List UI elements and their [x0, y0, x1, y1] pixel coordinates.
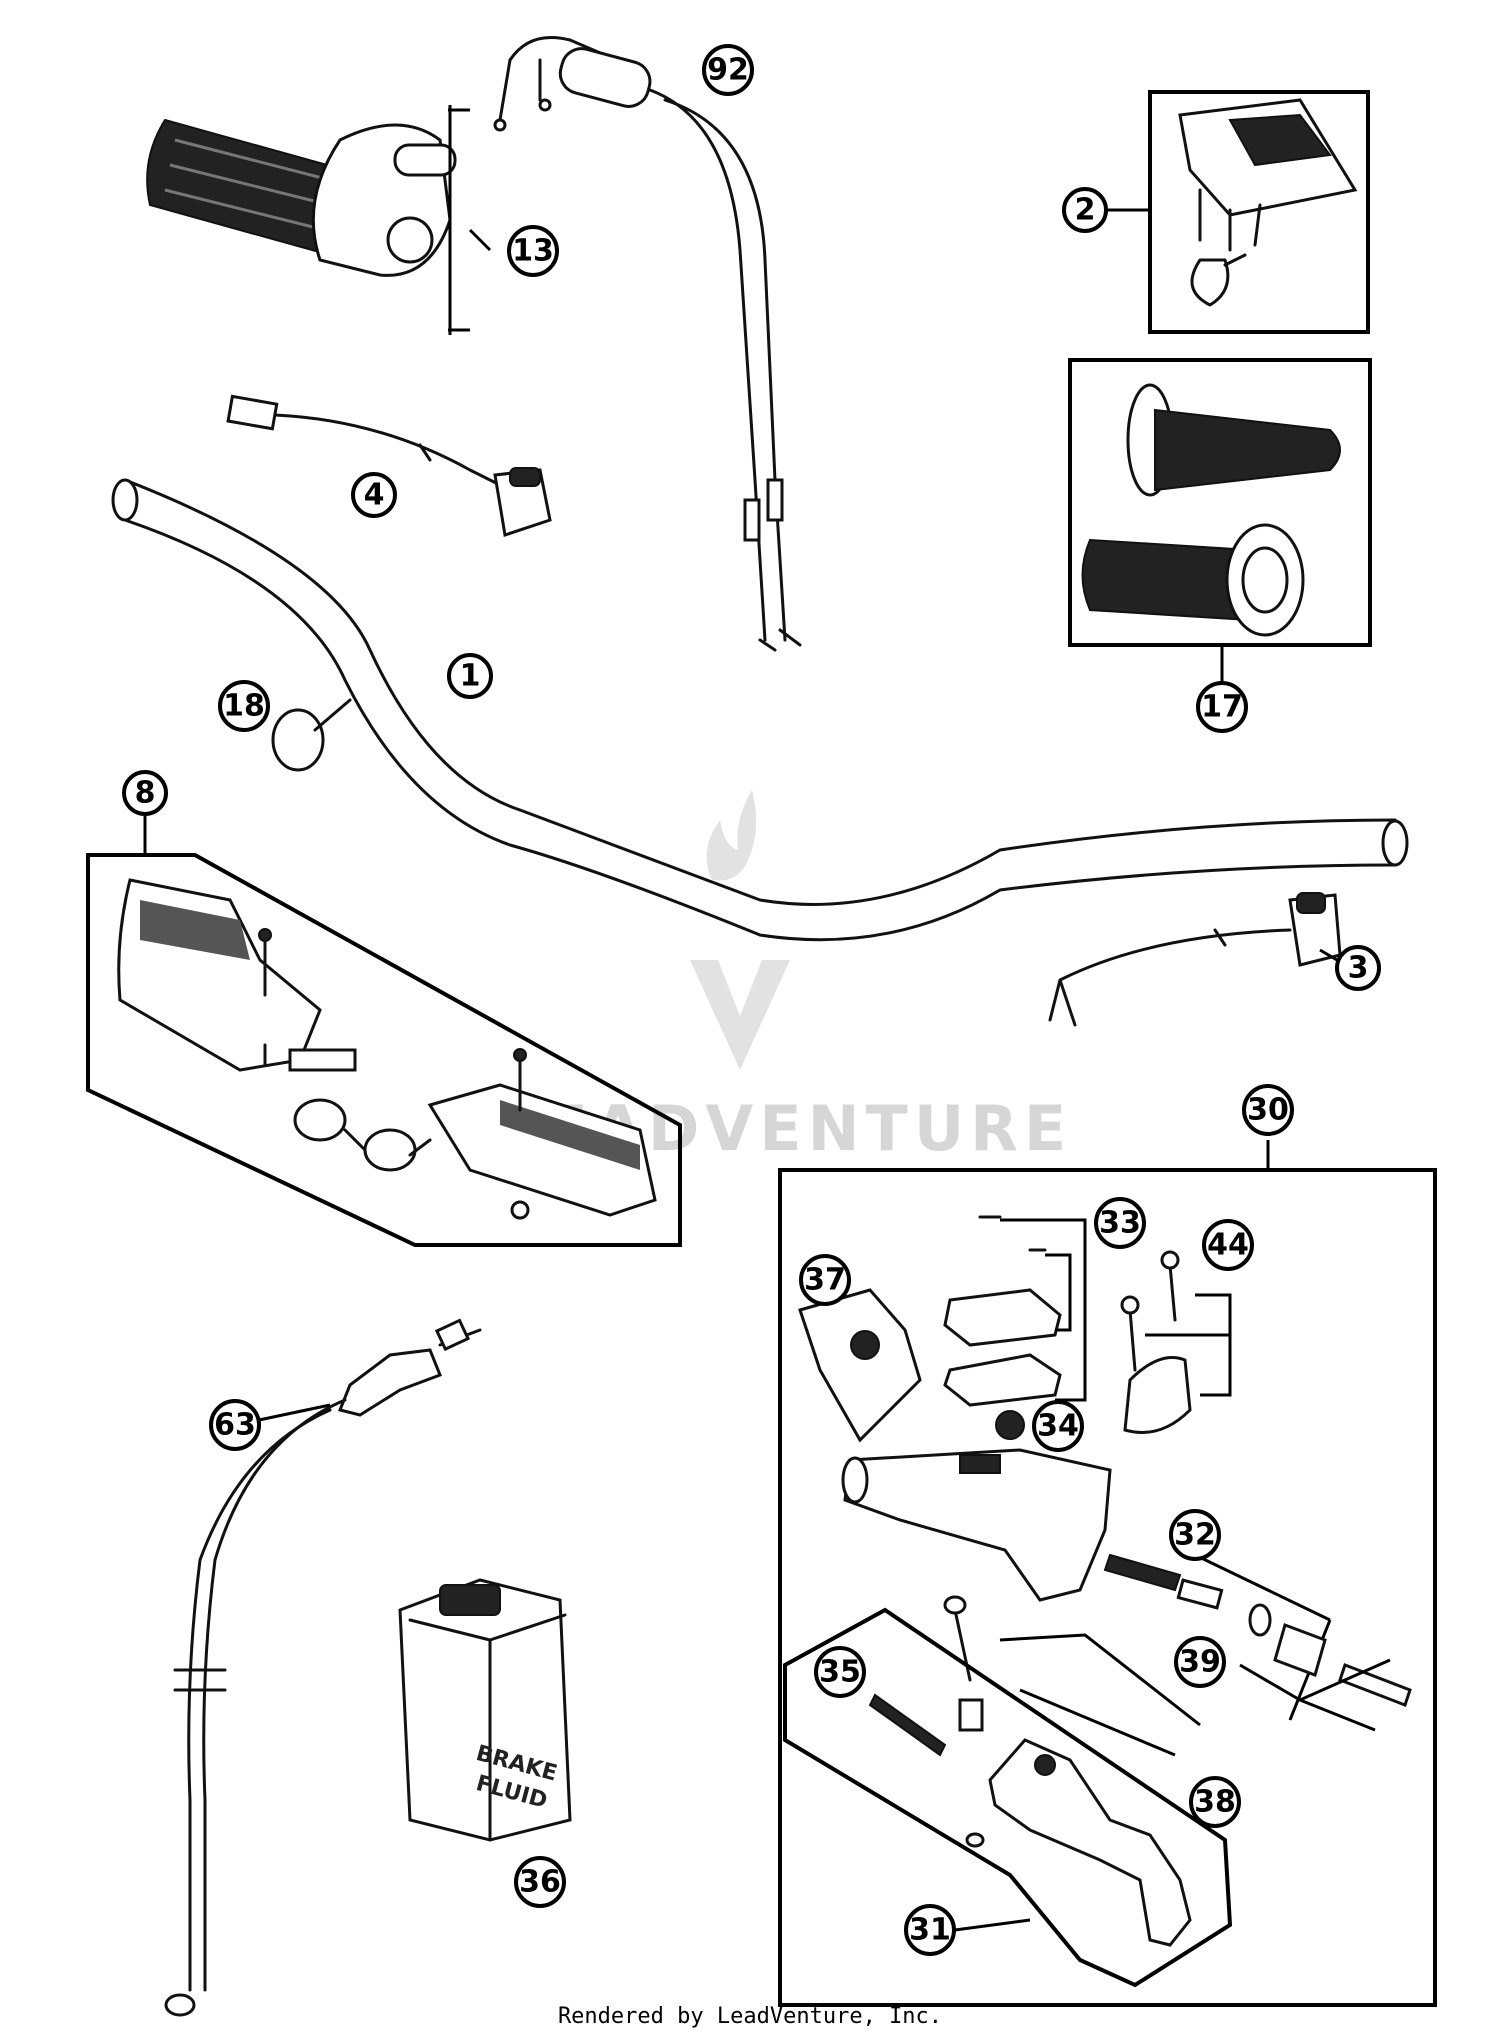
callout-17: 17 — [1196, 681, 1248, 733]
callout-63: 63 — [209, 1399, 261, 1451]
callout-1: 1 — [447, 653, 493, 699]
callout-35: 35 — [814, 1646, 866, 1698]
svg-text:32: 32 — [1174, 1518, 1216, 1553]
svg-text:33: 33 — [1099, 1206, 1141, 1241]
svg-text:34: 34 — [1037, 1409, 1079, 1444]
svg-text:1: 1 — [460, 659, 481, 694]
svg-text:18: 18 — [223, 689, 265, 724]
callout-38: 38 — [1189, 1776, 1241, 1828]
master-cylinder-assembly — [778, 1140, 1437, 2007]
callout-32: 32 — [1169, 1509, 1221, 1561]
kill-switch-right — [1048, 892, 1342, 1027]
callout-18: 18 — [218, 680, 270, 732]
callout-36: 36 — [514, 1856, 566, 1908]
callout-34: 34 — [1032, 1400, 1084, 1452]
callout-31: 31 — [904, 1904, 956, 1956]
svg-text:37: 37 — [804, 1263, 846, 1298]
svg-text:38: 38 — [1194, 1785, 1236, 1820]
svg-text:13: 13 — [512, 234, 554, 269]
callout-8: 8 — [122, 770, 168, 816]
brake-line — [164, 1318, 482, 2017]
callout-30: 30 — [1242, 1084, 1294, 1136]
render-credit: Rendered by LeadVenture, Inc. — [557, 2004, 943, 2029]
cable-tie — [271, 698, 352, 772]
svg-text:8: 8 — [135, 776, 156, 811]
svg-text:3: 3 — [1348, 951, 1369, 986]
callout-13: 13 — [507, 225, 559, 277]
callout-44: 44 — [1202, 1219, 1254, 1271]
svg-text:44: 44 — [1207, 1228, 1249, 1263]
handlebar — [111, 478, 1409, 942]
grips-box — [1068, 358, 1372, 647]
callout-2: 2 — [1062, 187, 1108, 233]
leadventure-watermark: LEADVENTURE — [500, 790, 1066, 1165]
handguard-kit — [86, 853, 682, 1247]
svg-text:36: 36 — [519, 1865, 561, 1900]
kill-switch-left — [226, 394, 552, 537]
svg-text:17: 17 — [1201, 690, 1243, 725]
svg-text:92: 92 — [707, 53, 749, 88]
callout-3: 3 — [1335, 945, 1381, 991]
callout-37: 37 — [799, 1254, 851, 1306]
svg-text:31: 31 — [909, 1913, 951, 1948]
svg-text:35: 35 — [819, 1655, 861, 1690]
brake-fluid-bottle: BRAKE FLUID — [398, 1578, 572, 1842]
svg-text:39: 39 — [1179, 1645, 1221, 1680]
throttle-cables — [493, 36, 802, 652]
svg-text:2: 2 — [1075, 193, 1096, 228]
callout-39: 39 — [1174, 1636, 1226, 1688]
callout-33: 33 — [1094, 1197, 1146, 1249]
callout-92: 92 — [702, 44, 754, 96]
svg-text:63: 63 — [214, 1408, 256, 1443]
svg-text:30: 30 — [1247, 1093, 1289, 1128]
switch-box — [1148, 90, 1370, 334]
svg-text:4: 4 — [364, 478, 385, 513]
throttle-grip — [146, 105, 492, 335]
callout-4: 4 — [351, 472, 397, 518]
